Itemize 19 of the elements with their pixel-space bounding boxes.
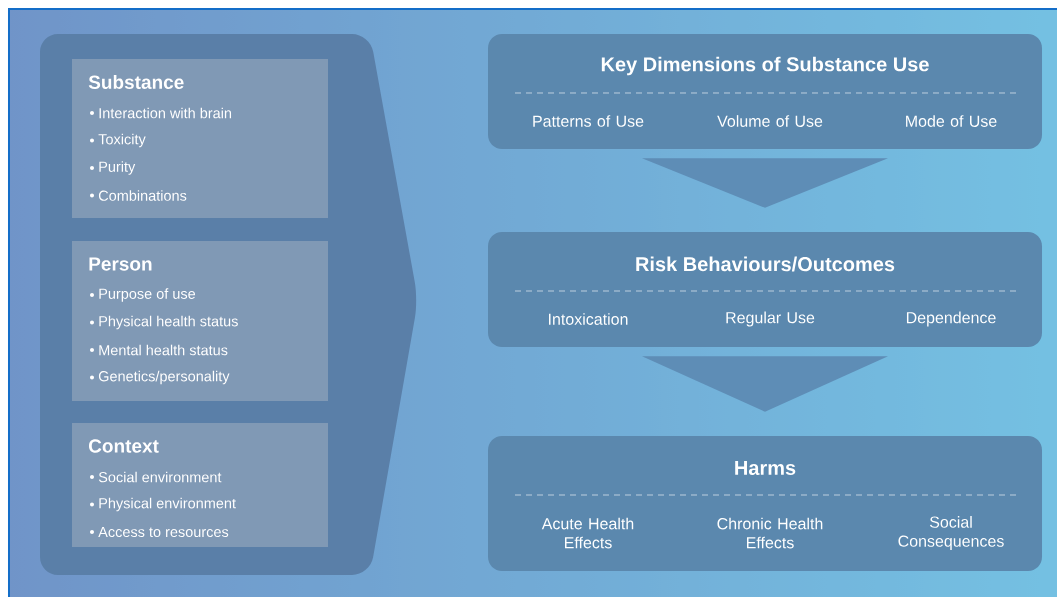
list-item: Social environment xyxy=(90,471,222,483)
list-item: Interaction with brain xyxy=(90,107,231,119)
list-item: Mental health status xyxy=(90,344,228,356)
stage-box: Risk Behaviours/Outcomes Intoxication Regular Use Dependence xyxy=(488,232,1042,347)
list-item: Physical environment xyxy=(90,497,236,512)
chevron-arrow xyxy=(642,356,888,412)
category-box: Context Social environment Physical environment Access to resources xyxy=(72,423,328,547)
list-item: Combinations xyxy=(90,190,187,201)
list-item: Purity xyxy=(90,161,136,175)
list-item: Purpose of use xyxy=(90,288,196,302)
list-item: Toxicity xyxy=(90,133,146,148)
category-box: Substance Interaction with brain Toxicity Purity Combinations xyxy=(72,59,328,218)
list-item: Physical health status xyxy=(90,315,238,330)
chevron-arrow xyxy=(642,158,888,208)
category-box: Person Purpose of use Physical health status Mental health status Genetics/personality xyxy=(72,241,328,401)
stage-box: Key Dimensions of Substance Use Patterns of Use Volume of Use Mode of Use xyxy=(488,34,1042,149)
stage-box: Harms Acute Health Effects Chronic Health Effects Social Consequences xyxy=(488,436,1042,571)
list-item: Genetics/personality xyxy=(90,370,230,385)
list-item: Access to resources xyxy=(90,526,229,538)
